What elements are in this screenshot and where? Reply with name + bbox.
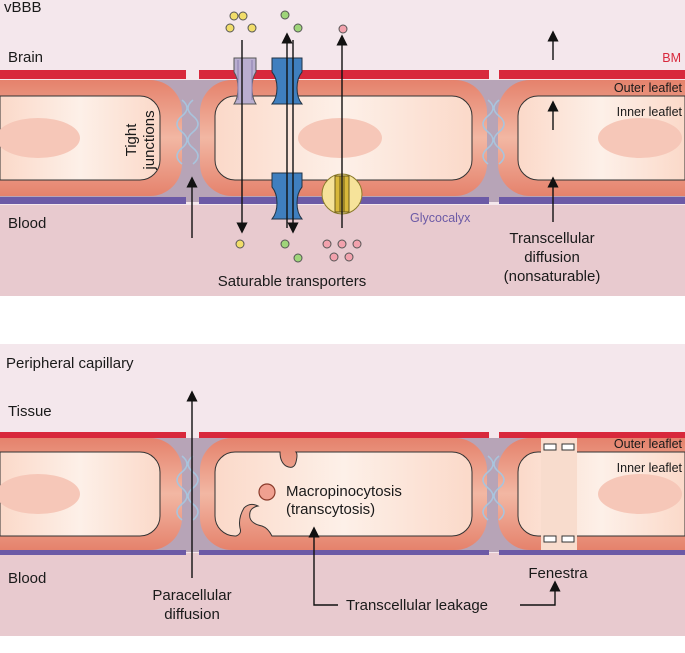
tissue-label: Tissue <box>8 403 52 420</box>
glycocalyx-layer <box>199 550 489 555</box>
paracellular-diffusion-label-line1: Paracellular <box>152 587 231 604</box>
bm-label: BM <box>662 51 681 65</box>
basement-membrane <box>499 70 685 79</box>
basement-membrane <box>499 432 685 438</box>
outer-leaflet-label-top: Outer leaflet <box>614 81 683 95</box>
nucleus <box>598 474 682 514</box>
molecule-green <box>293 253 303 263</box>
fenestra <box>541 438 577 550</box>
glycocalyx-layer <box>499 197 685 204</box>
transcellular-diffusion-label-line2: diffusion <box>524 249 580 266</box>
transcellular-diffusion-label-line3: (nonsaturable) <box>504 268 601 285</box>
nucleus <box>0 118 80 158</box>
molecule-pink <box>329 252 339 262</box>
arrow-up <box>520 580 561 606</box>
cell-membrane-invagination <box>214 451 473 537</box>
bottom-panel-title: Peripheral capillary <box>6 355 134 372</box>
bottom-panel: Peripheral capillary Tissue Blood Outer … <box>0 344 685 636</box>
molecule-yellow <box>225 23 235 33</box>
paracellular-diffusion-label-line2: diffusion <box>164 606 220 623</box>
macropinocytosis-vesicle <box>258 483 276 501</box>
inner-leaflet-label-top: Inner leaflet <box>617 105 683 119</box>
tight-junctions-label-line2: junctions <box>141 110 158 170</box>
nucleus <box>598 118 682 158</box>
nucleus <box>0 474 80 514</box>
transcellular-diffusion-label-line1: Transcellular <box>509 230 594 247</box>
transporter-purple <box>233 57 257 105</box>
endothelial-cell-left <box>0 438 182 550</box>
saturable-transporters-label: Saturable transporters <box>218 273 366 290</box>
inner-leaflet-label-bottom: Inner leaflet <box>617 461 683 475</box>
glycocalyx-label: Glycocalyx <box>410 211 471 225</box>
molecule-pink <box>337 239 347 249</box>
molecule-pink <box>338 24 348 34</box>
top-panel-title: vBBB <box>4 0 42 16</box>
basement-membrane <box>0 432 186 438</box>
endothelial-cell-right <box>498 80 685 196</box>
endothelial-cell-middle <box>200 438 487 550</box>
molecule-green <box>293 23 303 33</box>
glycocalyx-layer <box>0 197 186 204</box>
outer-leaflet-label-bottom: Outer leaflet <box>614 437 683 451</box>
molecule-yellow <box>238 11 248 21</box>
molecule-yellow <box>235 239 245 249</box>
molecule-green <box>280 10 290 20</box>
transcellular-leakage-label: Transcellular leakage <box>346 597 488 614</box>
endothelial-cell-right <box>498 438 685 550</box>
molecule-yellow <box>247 23 257 33</box>
tight-junction-strands <box>176 455 505 521</box>
nucleus <box>298 118 382 158</box>
blood-label-bottom: Blood <box>8 570 46 587</box>
brain-label: Brain <box>8 49 43 66</box>
basement-membrane <box>0 70 186 79</box>
tight-junction-strands <box>176 99 505 165</box>
basement-membrane <box>199 70 489 79</box>
blood-label-top: Blood <box>8 215 46 232</box>
macropinocytosis-label-line1: Macropinocytosis <box>286 483 402 500</box>
bottom-blood-region <box>0 553 685 636</box>
endothelial-cell-left <box>0 80 182 196</box>
top-panel: vBBB Brain Blood BM Outer leaflet Inner … <box>0 0 685 296</box>
molecule-yellow <box>229 11 239 21</box>
transport-arrows-bottom <box>186 390 561 606</box>
molecule-pink <box>344 252 354 262</box>
basement-membrane <box>199 432 489 438</box>
tight-junctions-label-line1: Tight <box>123 123 140 157</box>
glycocalyx-layer <box>499 550 685 555</box>
transport-arrows-top <box>186 30 559 238</box>
macropinocytosis-label-line2: (transcytosis) <box>286 501 375 518</box>
molecules-top <box>225 10 362 263</box>
endothelial-cell-middle <box>200 80 487 196</box>
glycocalyx-layer <box>0 550 186 555</box>
molecule-green <box>280 239 290 249</box>
molecule-pink <box>352 239 362 249</box>
fenestra-diaphragms <box>543 443 575 543</box>
fenestra-label: Fenestra <box>528 565 588 582</box>
molecule-pink <box>322 239 332 249</box>
arrow-up <box>308 526 338 606</box>
